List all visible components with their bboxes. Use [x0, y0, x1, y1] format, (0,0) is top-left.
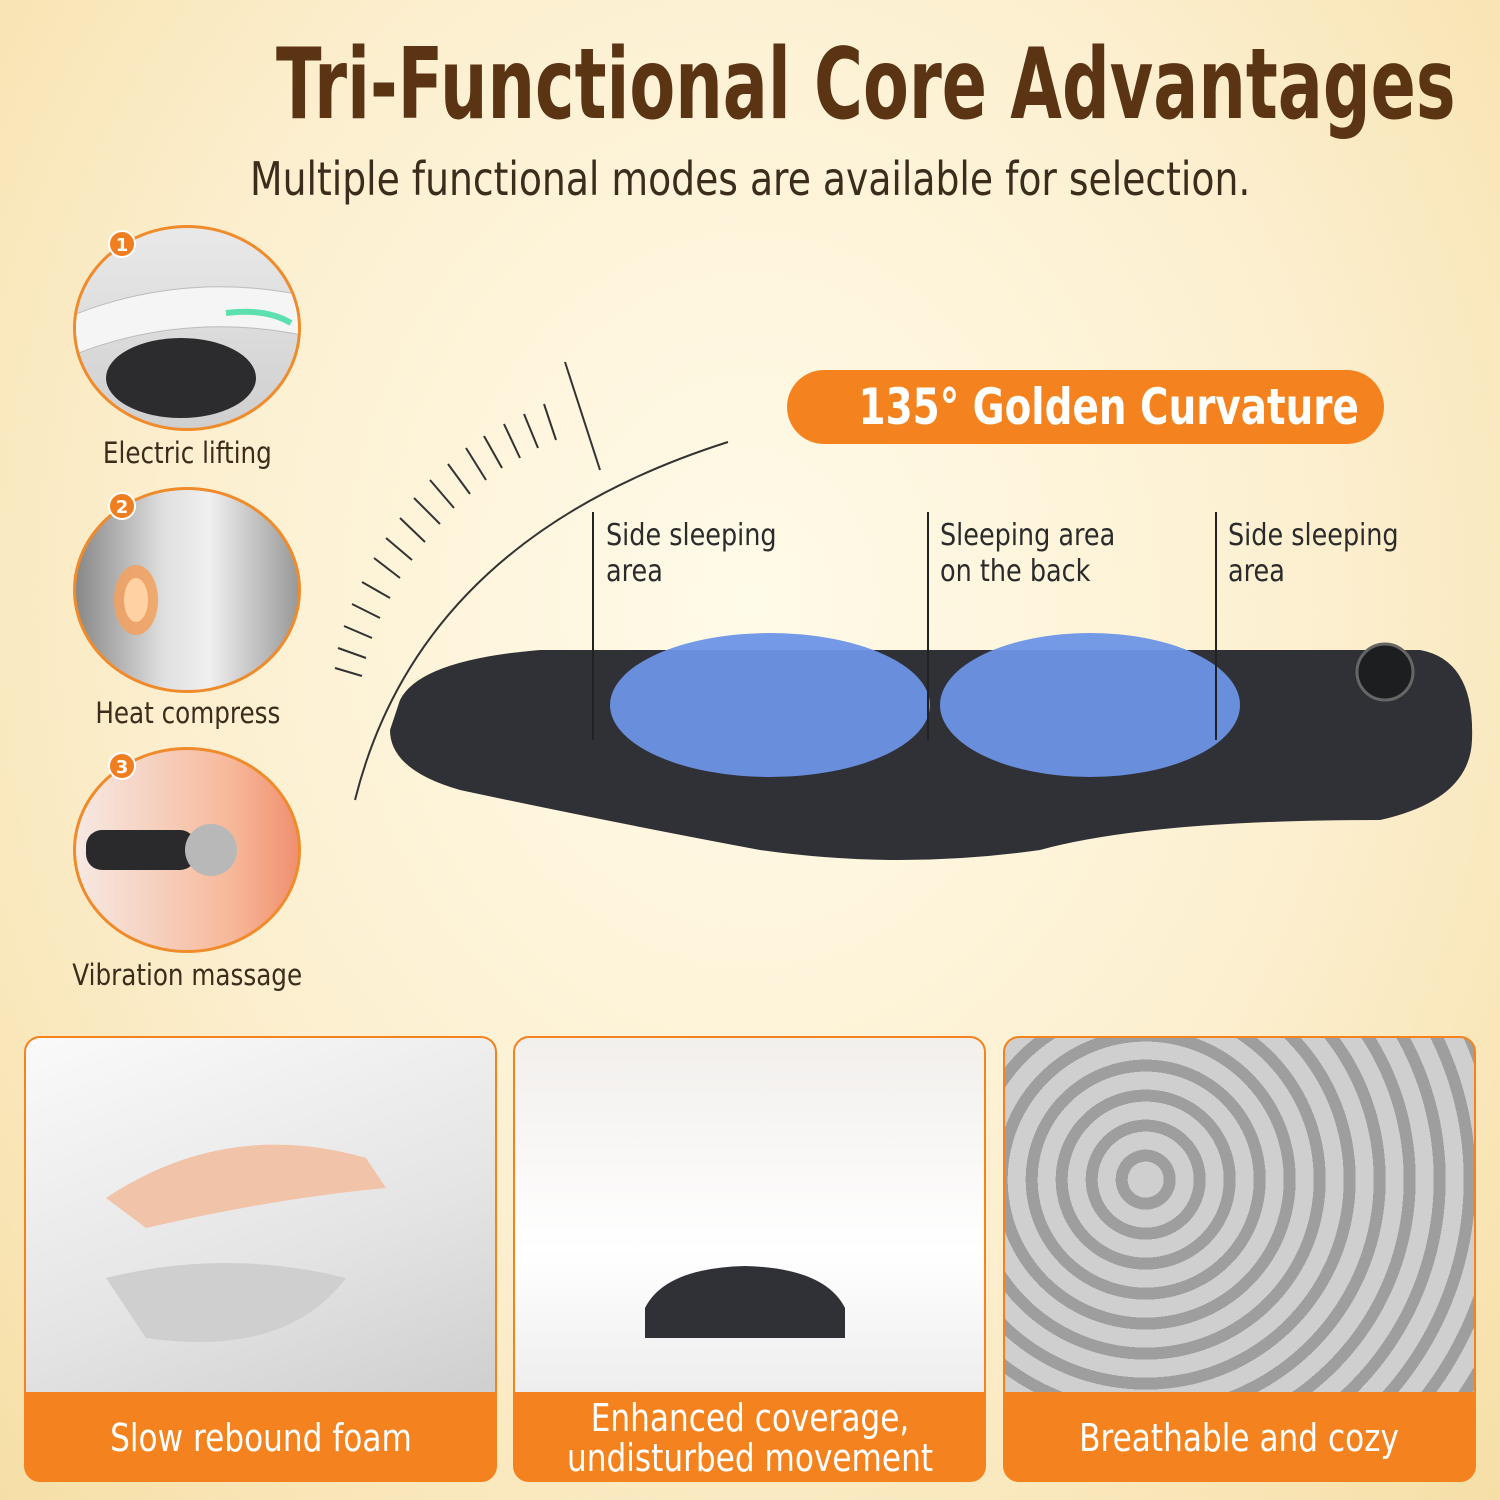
curvature-ticks — [334, 361, 601, 677]
function-number-badge: 1 — [108, 230, 136, 258]
feature-card-breathable: Breathable and cozy — [1003, 1036, 1476, 1482]
feature-caption: Enhanced coverage, undisturbed movement — [566, 1396, 933, 1480]
curvature-badge-text: 135° Golden Curvature — [858, 378, 1359, 436]
page-subtitle: Multiple functional modes are available … — [249, 152, 1251, 206]
function-number-badge: 3 — [108, 752, 136, 780]
control-button-icon — [1355, 642, 1415, 702]
page-subtitle-box: Multiple functional modes are available … — [0, 152, 1500, 206]
function-label: Heat compress — [94, 696, 281, 730]
coverage-image — [515, 1038, 984, 1392]
zone-divider — [1215, 512, 1217, 740]
function-label-box: Heat compress — [40, 696, 335, 730]
feature-card-foam: Slow rebound foam — [24, 1036, 497, 1482]
feature-card-coverage: Enhanced coverage, undisturbed movement — [513, 1036, 986, 1482]
pillow-illustration — [334, 361, 1473, 860]
page-title: Tri-Functional Core Advantages — [275, 28, 1456, 142]
function-number-badge: 2 — [108, 492, 136, 520]
curvature-badge: 135° Golden Curvature — [787, 370, 1384, 444]
feature-caption: Breathable and cozy — [1079, 1416, 1400, 1460]
function-label: Vibration massage — [72, 958, 303, 992]
function-label: Electric lifting — [103, 436, 272, 470]
vibration-massage-image — [73, 747, 301, 953]
page-title-box: Tri-Functional Core Advantages — [0, 30, 1500, 140]
function-label-box: Electric lifting — [40, 436, 335, 470]
breathable-fabric-image — [1005, 1038, 1474, 1392]
foam-image — [26, 1038, 495, 1392]
heat-compress-image — [73, 487, 301, 693]
curvature-arc — [354, 441, 729, 801]
feature-caption: Slow rebound foam — [109, 1416, 412, 1460]
zone-divider — [592, 512, 594, 740]
function-label-box: Vibration massage — [40, 958, 335, 992]
zone-divider — [927, 512, 929, 740]
electric-lifting-image — [73, 225, 301, 431]
